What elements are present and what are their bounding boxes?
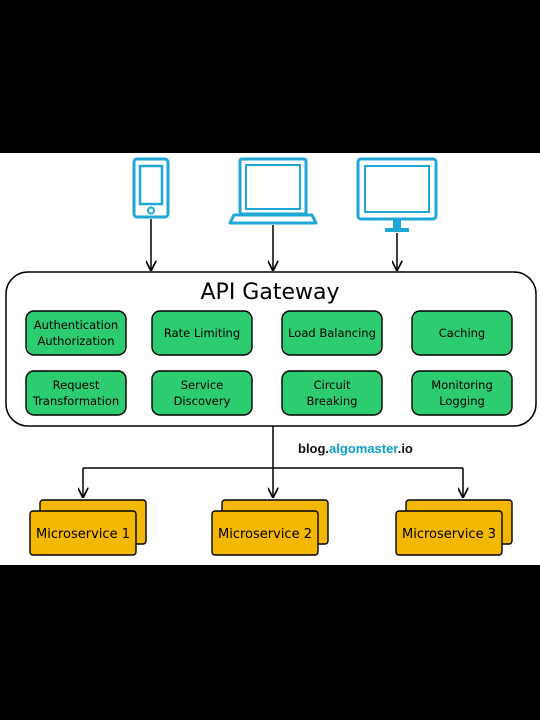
laptop-icon — [228, 157, 318, 225]
api-gateway-box — [5, 271, 537, 427]
microservice-label: Microservice 2 — [218, 527, 312, 542]
feature-label: Authentication — [34, 318, 118, 332]
feature-label: Breaking — [307, 394, 358, 408]
watermark-part2: algomaster — [329, 441, 398, 456]
microservice-box-2: Microservice 2 — [211, 499, 329, 556]
watermark-part3: .io — [398, 441, 413, 456]
microservice-label: Microservice 1 — [36, 527, 130, 542]
feature-label: Authorization — [37, 334, 114, 348]
feature-label: Circuit — [313, 378, 351, 392]
feature-label: Logging — [439, 394, 485, 408]
feature-label: Transformation — [32, 394, 119, 408]
watermark-part1: blog. — [298, 441, 329, 456]
watermark: blog.algomaster.io — [298, 441, 413, 456]
feature-box: Load Balancing — [281, 310, 383, 356]
feature-label: Caching — [439, 326, 485, 340]
feature-label: Service — [181, 378, 224, 392]
feature-box: Rate Limiting — [151, 310, 253, 356]
feature-label: Load Balancing — [288, 326, 376, 340]
feature-label: Request — [53, 378, 100, 392]
mobile-icon — [132, 157, 170, 219]
microservice-label: Microservice 3 — [402, 527, 496, 542]
diagram-svg: API Gateway AuthenticationAuthorizationR… — [5, 157, 537, 556]
feature-box: Caching — [411, 310, 513, 356]
microservice-box-3: Microservice 3 — [395, 499, 513, 556]
microservice-box-1: Microservice 1 — [29, 499, 147, 556]
desktop-monitor-icon — [356, 157, 438, 232]
gateway-title: API Gateway — [201, 280, 340, 305]
microservice-row: Microservice 1 Microservice 2 Microservice… — [29, 499, 513, 556]
feature-label: Rate Limiting — [164, 326, 240, 340]
feature-label: Discovery — [174, 394, 231, 408]
feature-label: Monitoring — [431, 378, 493, 392]
